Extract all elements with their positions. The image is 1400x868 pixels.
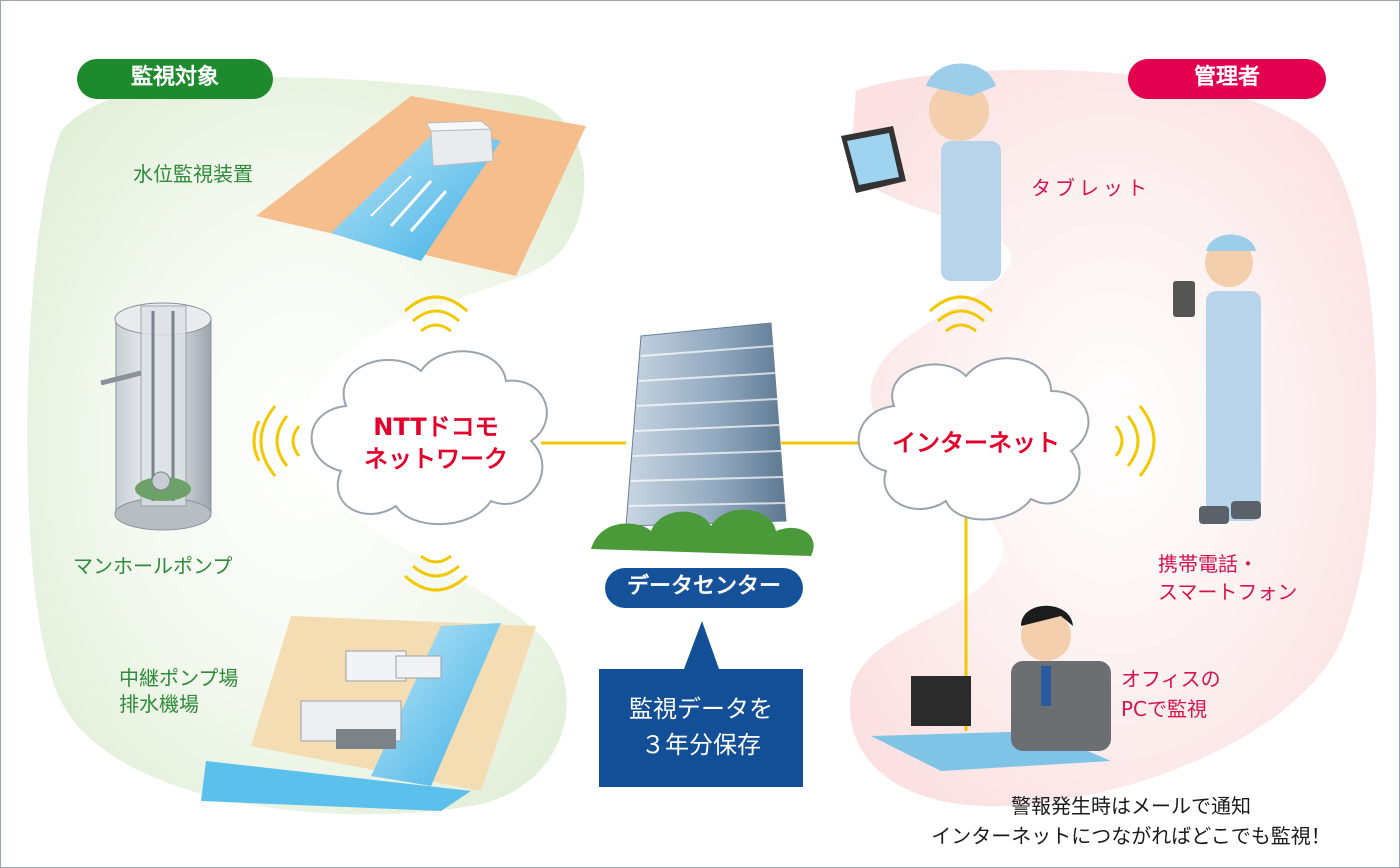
docomo-line-2: ネットワーク xyxy=(364,445,508,473)
label-manhole-pump: マンホールポンプ xyxy=(73,554,233,578)
datacenter-label: データセンター xyxy=(605,568,803,608)
storage-line-2: ３年分保存 xyxy=(641,731,761,759)
label-office-1: オフィスの xyxy=(1121,667,1221,691)
internet-label: インターネット xyxy=(892,429,1060,457)
label-relay-pump-1: 中継ポンプ場 xyxy=(119,666,239,690)
docomo-line-1: NTTドコモ xyxy=(373,413,499,441)
label-relay-pump-2: 排水機場 xyxy=(119,692,199,716)
storage-line-1: 監視データを xyxy=(629,695,773,723)
footer-note: 警報発生時はメールで通知 インターネットにつながればどこでも監視！ xyxy=(881,791,1381,851)
label-phone-1: 携帯電話・ xyxy=(1158,552,1258,576)
footer-line-1: 警報発生時はメールで通知 xyxy=(1011,794,1251,818)
label-office-2: PCで監視 xyxy=(1121,697,1208,721)
footer-line-2: インターネットにつながればどこでも監視！ xyxy=(931,824,1331,848)
label-phone-2: スマートフォン xyxy=(1158,580,1298,604)
monitored-title: 監視対象 xyxy=(77,59,273,99)
label-tablet: タブレット xyxy=(1031,176,1151,200)
docomo-network-label: NTTドコモ ネットワーク xyxy=(341,411,531,475)
admin-title: 管理者 xyxy=(1128,59,1326,99)
storage-callout-shape xyxy=(599,621,803,787)
label-water-level: 水位監視装置 xyxy=(133,162,253,186)
storage-callout: 監視データを ３年分保存 xyxy=(599,691,803,763)
